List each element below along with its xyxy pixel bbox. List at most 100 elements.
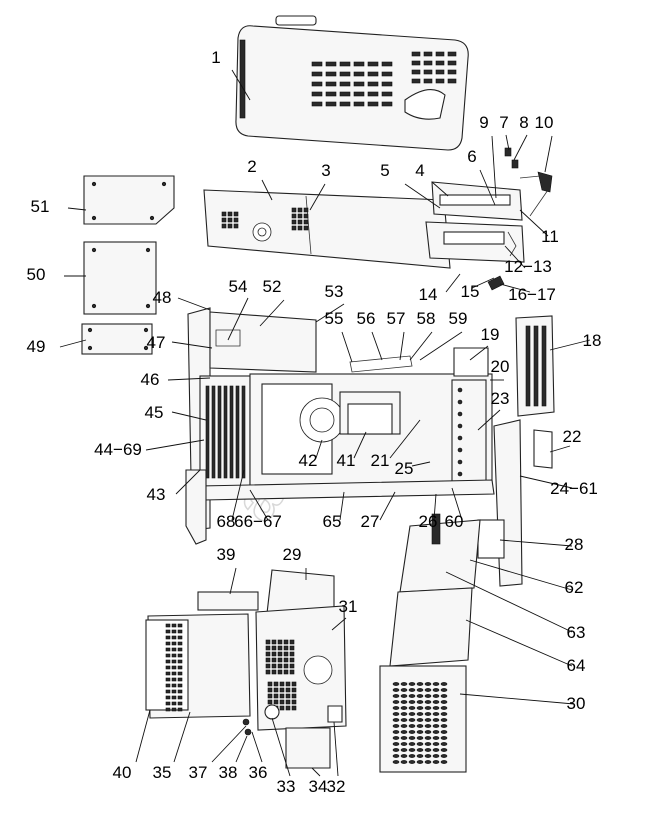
part-label-25: 25 bbox=[395, 459, 414, 478]
part-label-33: 33 bbox=[277, 777, 296, 796]
part-label-59: 59 bbox=[449, 309, 468, 328]
part-label-57: 57 bbox=[387, 309, 406, 328]
part-label-2: 2 bbox=[247, 157, 256, 176]
leader-line bbox=[459, 693, 575, 705]
part-label-7: 7 bbox=[499, 113, 508, 132]
part-label-8: 8 bbox=[519, 113, 528, 132]
part-label-27: 27 bbox=[361, 512, 380, 531]
leader-line bbox=[333, 721, 339, 777]
part-label-37: 37 bbox=[189, 763, 208, 782]
leader-line bbox=[469, 559, 573, 591]
part-label-46: 46 bbox=[141, 370, 160, 389]
part-label-19: 19 bbox=[481, 325, 500, 344]
part-label-23: 23 bbox=[491, 389, 510, 408]
part-label-16-17: 16−17 bbox=[508, 285, 556, 304]
leader-line bbox=[309, 183, 326, 211]
leader-line bbox=[371, 331, 383, 361]
part-label-18: 18 bbox=[583, 331, 602, 350]
leader-line bbox=[471, 277, 495, 289]
part-label-55: 55 bbox=[325, 309, 344, 328]
part-label-9: 9 bbox=[479, 113, 488, 132]
part-label-31: 31 bbox=[339, 597, 358, 616]
part-label-51: 51 bbox=[31, 197, 50, 216]
part-label-28: 28 bbox=[565, 535, 584, 554]
part-label-1: 1 bbox=[211, 48, 220, 67]
part-label-43: 43 bbox=[147, 485, 166, 504]
part-35-39-40 bbox=[145, 591, 259, 736]
leader-line bbox=[404, 183, 441, 209]
leader-line bbox=[433, 493, 437, 521]
leader-line bbox=[259, 299, 285, 327]
part-label-63: 63 bbox=[567, 623, 586, 642]
part-label-20: 20 bbox=[491, 357, 510, 376]
leader-line bbox=[399, 331, 405, 361]
part-label-42: 42 bbox=[299, 451, 318, 470]
leader-line bbox=[479, 169, 496, 206]
main-frame bbox=[185, 307, 495, 545]
part-label-60: 60 bbox=[445, 512, 464, 531]
part-label-41: 41 bbox=[337, 451, 356, 470]
part-label-10: 10 bbox=[535, 113, 554, 132]
part-label-56: 56 bbox=[357, 309, 376, 328]
leader-line bbox=[261, 179, 273, 201]
leader-line bbox=[339, 491, 345, 521]
part-1-top-cover bbox=[235, 15, 469, 151]
leader-line bbox=[549, 339, 591, 351]
part-label-24-61: 24−61 bbox=[550, 479, 598, 498]
part-label-44-69: 44−69 bbox=[94, 440, 142, 459]
leader-line bbox=[499, 539, 573, 547]
leader-line bbox=[469, 345, 489, 361]
part-label-5: 5 bbox=[380, 161, 389, 180]
leader-line bbox=[231, 469, 245, 521]
leader-line bbox=[177, 297, 211, 311]
leader-line bbox=[445, 571, 573, 633]
leader-line bbox=[167, 377, 211, 381]
bracket-assembly-4-17 bbox=[425, 147, 553, 291]
part-29-31-panel bbox=[255, 569, 347, 769]
part-label-11: 11 bbox=[541, 227, 559, 246]
part-label-52: 52 bbox=[263, 277, 282, 296]
leader-line bbox=[135, 709, 151, 763]
part-label-39: 39 bbox=[217, 545, 236, 564]
leader-lines bbox=[59, 69, 591, 777]
leader-line bbox=[504, 245, 526, 269]
leader-line bbox=[477, 409, 501, 431]
part-label-32: 32 bbox=[327, 777, 346, 796]
part-label-3: 3 bbox=[321, 161, 330, 180]
part-label-15: 15 bbox=[461, 282, 480, 301]
part-label-29: 29 bbox=[283, 545, 302, 564]
leader-line bbox=[229, 567, 237, 595]
part-label-48: 48 bbox=[153, 288, 172, 307]
part-label-49: 49 bbox=[27, 337, 46, 356]
part-label-30: 30 bbox=[567, 694, 586, 713]
leader-line bbox=[251, 731, 263, 763]
leader-line bbox=[145, 439, 205, 451]
part-label-34: 34 bbox=[309, 777, 328, 796]
leader-line bbox=[431, 181, 449, 197]
part-label-21: 21 bbox=[371, 451, 390, 470]
front-panels-62-64 bbox=[379, 513, 481, 773]
part-label-40: 40 bbox=[113, 763, 132, 782]
leader-line bbox=[549, 445, 571, 453]
leader-line bbox=[353, 431, 367, 459]
leader-line bbox=[331, 617, 347, 631]
part-label-66-67: 66−67 bbox=[234, 512, 282, 531]
part-label-4: 4 bbox=[415, 161, 424, 180]
part-label-53: 53 bbox=[325, 282, 344, 301]
part-18-side-grille bbox=[515, 315, 555, 417]
part-label-38: 38 bbox=[219, 763, 238, 782]
leader-line bbox=[341, 331, 353, 363]
part-label-36: 36 bbox=[249, 763, 268, 782]
leader-line bbox=[235, 735, 248, 763]
part-label-6: 6 bbox=[467, 147, 476, 166]
leader-line bbox=[445, 273, 461, 293]
part-2-3-panel bbox=[203, 189, 451, 269]
leader-line bbox=[451, 487, 463, 521]
leader-line bbox=[67, 207, 87, 211]
part-label-14: 14 bbox=[419, 285, 438, 304]
part-label-58: 58 bbox=[417, 309, 436, 328]
leader-line bbox=[173, 711, 191, 763]
